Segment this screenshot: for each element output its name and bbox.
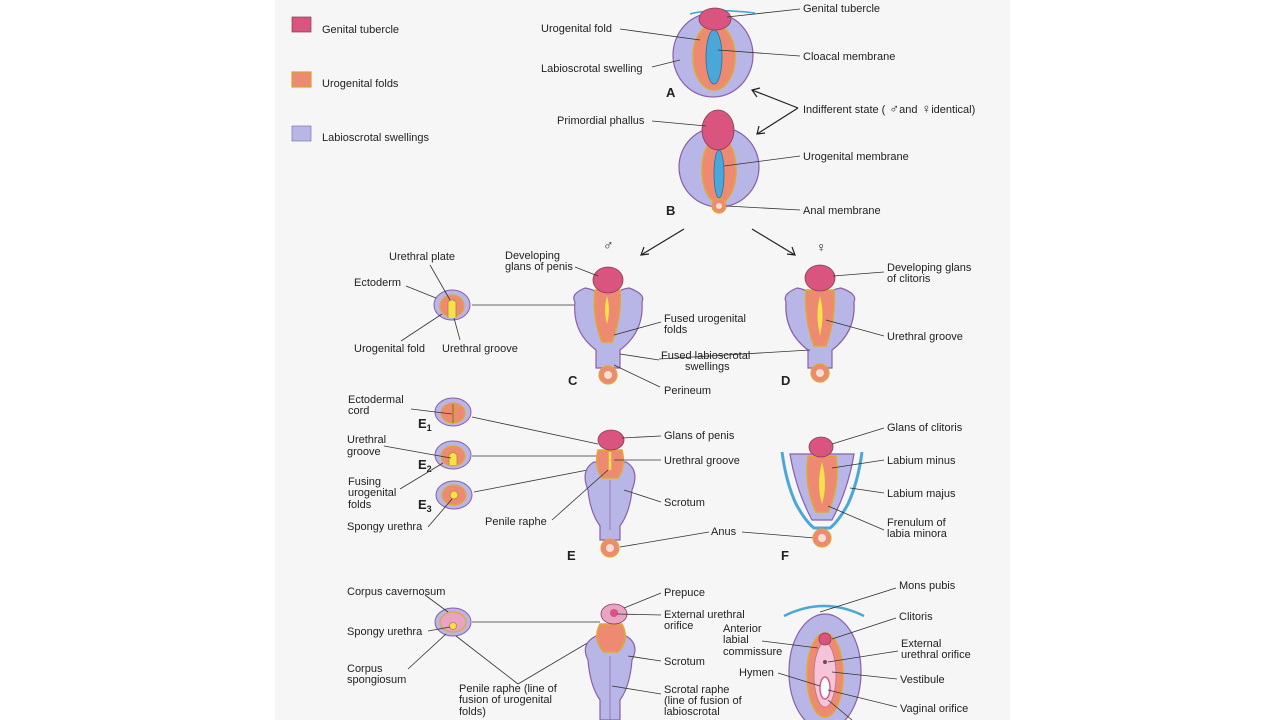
label-d-glans-2: of clitoris: [887, 273, 931, 285]
label-e-anus: Anus: [711, 526, 737, 538]
legend-label-genital-tubercle: Genital tubercle: [322, 24, 399, 36]
label-b-anal-membrane: Anal membrane: [803, 205, 881, 217]
stage-label-f: F: [781, 548, 789, 563]
label-c-perineum: Perineum: [664, 385, 711, 397]
label-e-fusing-1: Fusing: [348, 476, 381, 488]
indifferent-state-label: Indifferent state (♂and♀identical): [803, 101, 975, 116]
label-h-mons-pubis: Mons pubis: [899, 580, 956, 592]
label-e-ecto-cord-2: cord: [348, 405, 369, 417]
label-e-penile-raphe: Penile raphe: [485, 516, 547, 528]
label-g-penile-raphe-3: folds): [459, 706, 486, 718]
label-cs-urogenital-fold: Urogenital fold: [354, 343, 425, 355]
stage-label-d: D: [781, 373, 790, 388]
stage-e-figure: [584, 429, 636, 558]
label-h-ext-orifice-2: urethral orifice: [901, 649, 971, 661]
label-g-scrotal-raphe-2: (line of fusion of: [664, 695, 743, 707]
label-e-ecto-cord-1: Ectodermal: [348, 394, 404, 406]
label-g-penile-raphe-2: fusion of urogenital: [459, 694, 552, 706]
stage-a-figure: [672, 7, 756, 98]
stage-label-e1: E1: [418, 416, 432, 433]
label-c-glans-1: Developing: [505, 250, 560, 262]
label-a-labioscrotal-swelling: Labioscrotal swelling: [541, 63, 643, 75]
label-g-corpus-cavernosum: Corpus cavernosum: [347, 586, 445, 598]
label-h-anterior-3: commissure: [723, 646, 782, 658]
label-g-corpus-spongiosum-2: spongiosum: [347, 674, 406, 686]
stage-label-a: A: [666, 85, 676, 100]
branch-arrows: [640, 228, 796, 256]
label-h-vaginal-orifice: Vaginal orifice: [900, 703, 968, 715]
male-symbol-indifferent: ♂: [889, 101, 899, 116]
label-d-glans-1: Developing glans: [887, 262, 972, 274]
label-d-urethral-groove: Urethral groove: [887, 331, 963, 343]
stage-d-figure: [784, 264, 856, 383]
label-g-scrotum: Scrotum: [664, 656, 705, 668]
label-g-ext-orifice-1: External urethral: [664, 609, 745, 621]
female-symbol-indifferent: ♀: [921, 101, 931, 116]
label-a-genital-tubercle: Genital tubercle: [803, 3, 880, 15]
label-e-urethral-groove-2: groove: [347, 446, 381, 458]
indifferent-state-arrows: [750, 87, 799, 135]
label-c-fused-uro-2: folds: [664, 324, 688, 336]
label-h-hymen: Hymen: [739, 667, 774, 679]
male-symbol: ♂: [603, 237, 614, 253]
label-cs-urethral-groove: Urethral groove: [442, 343, 518, 355]
label-g-scrotal-raphe-3: labioscrotal: [664, 706, 720, 718]
cross-section-urethral-plate: [433, 289, 471, 321]
label-e-urethral-groove-r: Urethral groove: [664, 455, 740, 467]
stage-label-e3: E3: [418, 497, 432, 514]
label-a-urogenital-fold: Urogenital fold: [541, 23, 612, 35]
legend: Genital tubercle Urogenital folds Labios…: [291, 16, 429, 144]
label-e-glans-penis: Glans of penis: [664, 430, 735, 442]
stage-g-figure: [584, 603, 636, 720]
label-c-fused-labio-2: swellings: [685, 361, 730, 373]
label-cs-ectoderm: Ectoderm: [354, 277, 401, 289]
stage-c-figure: [573, 266, 644, 385]
stage-h-figure: [783, 604, 865, 720]
cross-section-e1: [434, 397, 472, 427]
stage-label-c: C: [568, 373, 578, 388]
label-h-ext-orifice-1: External: [901, 638, 941, 650]
legend-swatch-urogenital-folds: [291, 71, 312, 88]
label-g-prepuce: Prepuce: [664, 587, 705, 599]
label-e-spongy-urethra: Spongy urethra: [347, 521, 423, 533]
label-f-frenulum-2: labia minora: [887, 528, 948, 540]
stage-label-e2: E2: [418, 457, 432, 474]
label-b-urogenital-membrane: Urogenital membrane: [803, 151, 909, 163]
label-f-labium-majus: Labium majus: [887, 488, 956, 500]
legend-label-urogenital-folds: Urogenital folds: [322, 78, 399, 90]
legend-swatch-genital-tubercle: [291, 16, 312, 33]
label-cs-urethral-plate: Urethral plate: [389, 251, 455, 263]
label-h-anterior-1: Anterior: [723, 623, 762, 635]
female-symbol: ♀: [816, 239, 827, 255]
cross-section-penis-shaft: [434, 607, 472, 637]
label-h-anterior-2: labial: [723, 634, 749, 646]
label-e-scrotum: Scrotum: [664, 497, 705, 509]
label-g-scrotal-raphe-1: Scrotal raphe: [664, 684, 729, 696]
stage-f-figure: [780, 436, 864, 548]
label-g-corpus-spongiosum-1: Corpus: [347, 663, 383, 675]
legend-label-labioscrotal-swellings: Labioscrotal swellings: [322, 132, 429, 144]
label-f-frenulum-1: Frenulum of: [887, 517, 947, 529]
stage-b-figure: [678, 109, 760, 214]
stage-label-e: E: [567, 548, 576, 563]
label-h-clitoris: Clitoris: [899, 611, 933, 623]
label-g-ext-orifice-2: orifice: [664, 620, 693, 632]
label-e-urethral-groove-1: Urethral: [347, 434, 386, 446]
label-c-fused-uro-1: Fused urogenital: [664, 313, 746, 325]
label-c-glans-2: glans of penis: [505, 261, 573, 273]
legend-swatch-labioscrotal-swellings: [291, 125, 312, 142]
label-h-vestibule: Vestibule: [900, 674, 945, 686]
cross-section-e3: [435, 480, 473, 510]
label-a-cloacal-membrane: Cloacal membrane: [803, 51, 895, 63]
label-f-labium-minus: Labium minus: [887, 455, 956, 467]
label-f-glans-clitoris: Glans of clitoris: [887, 422, 963, 434]
diagram-panel: [275, 0, 1010, 720]
stage-label-b: B: [666, 203, 675, 218]
label-g-spongy-urethra: Spongy urethra: [347, 626, 423, 638]
label-e-fusing-2: urogenital: [348, 487, 396, 499]
label-g-penile-raphe-1: Penile raphe (line of: [459, 683, 558, 695]
label-e-fusing-3: folds: [348, 499, 372, 511]
label-b-primordial-phallus: Primordial phallus: [557, 115, 645, 127]
